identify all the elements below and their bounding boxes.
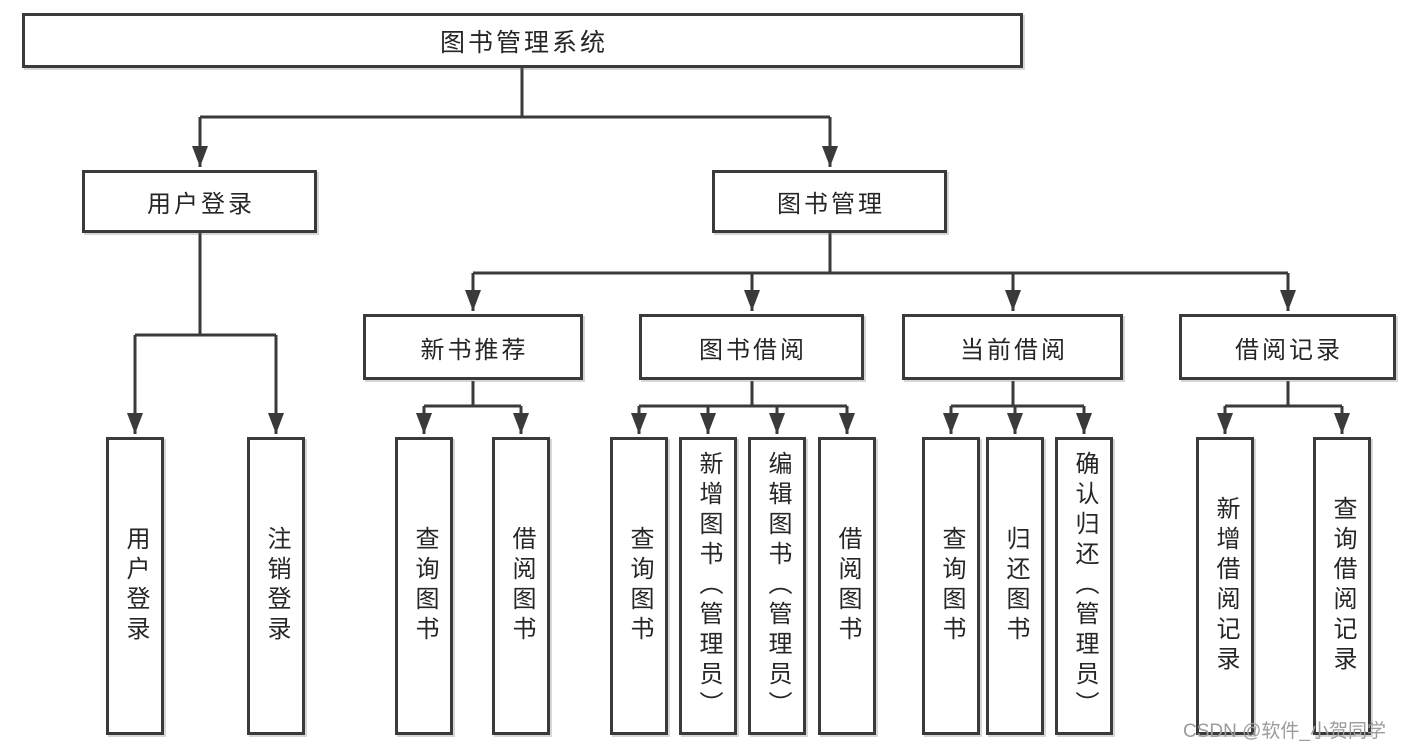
node-new-book-recommend: 新书推荐: [363, 314, 583, 380]
leaf-query-books-current: 查询图书: [922, 437, 980, 735]
leaf-confirm-return-admin: 确认归还（管理员）: [1055, 437, 1113, 735]
leaf-borrow-books-recommend: 借阅图书: [492, 437, 550, 735]
node-book-management: 图书管理: [712, 170, 947, 233]
node-label: 当前借阅: [960, 336, 1068, 364]
leaf-label: 借阅图书: [834, 526, 861, 646]
node-label: 借阅记录: [1235, 336, 1343, 364]
leaf-query-books-borrowing: 查询图书: [610, 437, 668, 735]
node-current-borrowing: 当前借阅: [902, 314, 1123, 380]
leaf-user-login: 用户登录: [106, 437, 164, 735]
connector-skeleton: [135, 68, 1342, 408]
leaf-label: 查询图书: [626, 526, 653, 646]
leaf-label: 查询借阅记录: [1329, 496, 1356, 676]
leaf-label: 新增图书（管理员）: [695, 451, 722, 721]
leaf-logout: 注销登录: [247, 437, 305, 735]
leaf-return-books: 归还图书: [986, 437, 1044, 735]
leaf-label: 查询图书: [938, 526, 965, 646]
leaf-borrow-books-borrowing: 借阅图书: [818, 437, 876, 735]
leaf-label: 新增借阅记录: [1212, 496, 1239, 676]
leaf-query-borrow-record: 查询借阅记录: [1313, 437, 1371, 735]
node-label: 新书推荐: [420, 336, 529, 364]
node-label: 用户登录: [147, 191, 255, 218]
node-user-login: 用户登录: [82, 170, 317, 233]
leaf-label: 确认归还（管理员）: [1071, 451, 1098, 721]
leaf-label: 编辑图书（管理员）: [764, 451, 791, 721]
leaf-add-books-admin: 新增图书（管理员）: [679, 437, 737, 735]
leaf-label: 查询图书: [411, 526, 438, 646]
node-label: 图书借阅: [699, 336, 807, 364]
node-borrow-records: 借阅记录: [1179, 314, 1396, 380]
node-label: 图书管理系统: [439, 28, 608, 57]
leaf-label: 用户登录: [122, 526, 149, 646]
node-book-borrowing: 图书借阅: [639, 314, 864, 380]
csdn-watermark: CSDN @软件_小贺同学: [1183, 721, 1386, 742]
node-library-management-system: 图书管理系统: [22, 13, 1023, 68]
node-label: 图书管理: [777, 191, 885, 218]
leaf-label: 注销登录: [263, 526, 290, 646]
leaf-label: 归还图书: [1002, 526, 1029, 646]
leaf-query-books-recommend: 查询图书: [395, 437, 453, 735]
leaf-add-borrow-record: 新增借阅记录: [1196, 437, 1254, 735]
leaf-edit-books-admin: 编辑图书（管理员）: [748, 437, 806, 735]
leaf-label: 借阅图书: [508, 526, 535, 646]
